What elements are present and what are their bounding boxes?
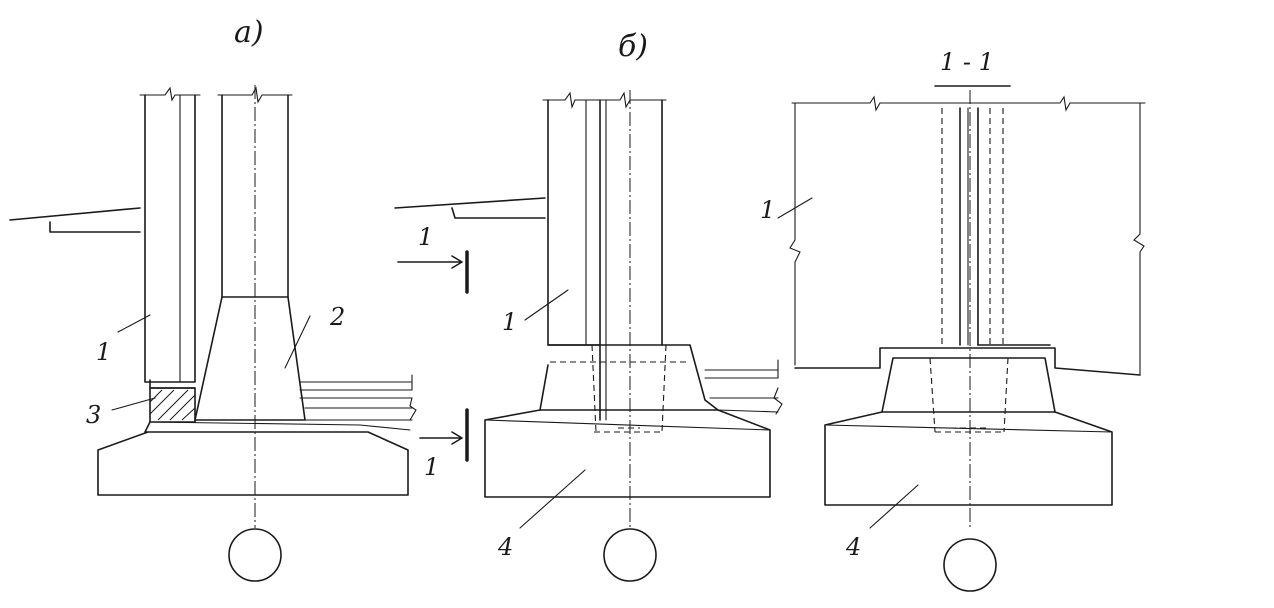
section-cut-arrow-top bbox=[397, 255, 463, 269]
panel-b-title: б) bbox=[618, 29, 649, 64]
panel-a-drawing bbox=[9, 85, 417, 582]
panel-a-label-column: 2 bbox=[330, 303, 346, 331]
panel-a-column-break bbox=[217, 86, 293, 104]
panel-c-title: 1 - 1 bbox=[940, 48, 994, 76]
panel-c-column-hidden bbox=[941, 108, 1004, 345]
panel-c-axis-bubble bbox=[943, 538, 997, 592]
panel-a-floor-slab bbox=[9, 207, 141, 233]
section-cut-label-top: 1 bbox=[418, 223, 434, 251]
panel-b-footing-top bbox=[484, 419, 771, 431]
panel-a-column-base bbox=[194, 296, 306, 421]
panel-c-wall-right-edge bbox=[1133, 102, 1145, 376]
panel-b-floor-slab bbox=[394, 197, 546, 219]
panel-c-label-footing: 4 bbox=[846, 533, 862, 561]
section-cut-marks bbox=[397, 250, 469, 462]
panel-a-footing bbox=[97, 421, 409, 496]
panel-a-leader-3 bbox=[111, 397, 156, 411]
panel-b-socket-bottom-hidden bbox=[594, 427, 664, 433]
panel-b-drawing bbox=[394, 90, 783, 582]
panel-a-label-grout: 3 bbox=[86, 401, 102, 429]
panel-c-socket bbox=[881, 357, 1056, 413]
section-cut-label-bottom: 1 bbox=[424, 453, 440, 481]
section-cut-arrow-bottom bbox=[419, 431, 463, 445]
panel-c-footing bbox=[824, 411, 1113, 506]
panel-b-leader-1 bbox=[524, 289, 569, 321]
panel-c-drawing bbox=[777, 85, 1146, 592]
panel-b-wall-break bbox=[542, 91, 597, 110]
panel-a-leader-1 bbox=[117, 314, 151, 333]
panel-c-wall-left-edge bbox=[789, 102, 801, 366]
panel-c-socket-hidden bbox=[929, 357, 1009, 433]
panel-a-label-wall: 1 bbox=[96, 338, 112, 366]
panel-a-leader-2 bbox=[284, 315, 311, 369]
panel-c-wall-bottom bbox=[794, 347, 1141, 376]
panel-c-footing-top bbox=[824, 424, 1113, 433]
panel-b-column-shaft bbox=[599, 99, 663, 421]
panel-c-column bbox=[959, 107, 979, 346]
panel-b-floor-beams bbox=[704, 369, 779, 413]
panel-b-label-wall: 1 bbox=[502, 308, 518, 336]
panel-a-grout-hatch bbox=[149, 389, 196, 421]
panel-a-title: а) bbox=[234, 15, 264, 50]
panel-a-footing-top bbox=[149, 421, 411, 431]
panel-b-footing bbox=[484, 409, 771, 498]
panel-b-leader-4 bbox=[519, 469, 586, 529]
panel-c-label-wall: 1 bbox=[760, 196, 776, 224]
panel-b-beam-break bbox=[773, 359, 783, 415]
panel-c-leader-4 bbox=[869, 484, 919, 529]
panel-a-floor-beams bbox=[299, 381, 413, 421]
panel-b-socket bbox=[539, 344, 719, 411]
panel-c-leader-1 bbox=[777, 197, 813, 219]
panel-a-wall-break bbox=[139, 86, 201, 102]
panel-b-label-footing: 4 bbox=[498, 533, 514, 561]
panel-a-beam-break bbox=[409, 374, 417, 421]
panel-b-socket-hidden bbox=[591, 344, 667, 433]
panel-b-wall-panel bbox=[547, 99, 601, 346]
panel-b-axis-bubble bbox=[603, 528, 657, 582]
panel-a-wall-panel bbox=[144, 94, 196, 383]
panel-b-column-break bbox=[595, 91, 667, 109]
panel-a-axis-bubble bbox=[228, 528, 282, 582]
panel-a-grout-top bbox=[149, 379, 196, 389]
